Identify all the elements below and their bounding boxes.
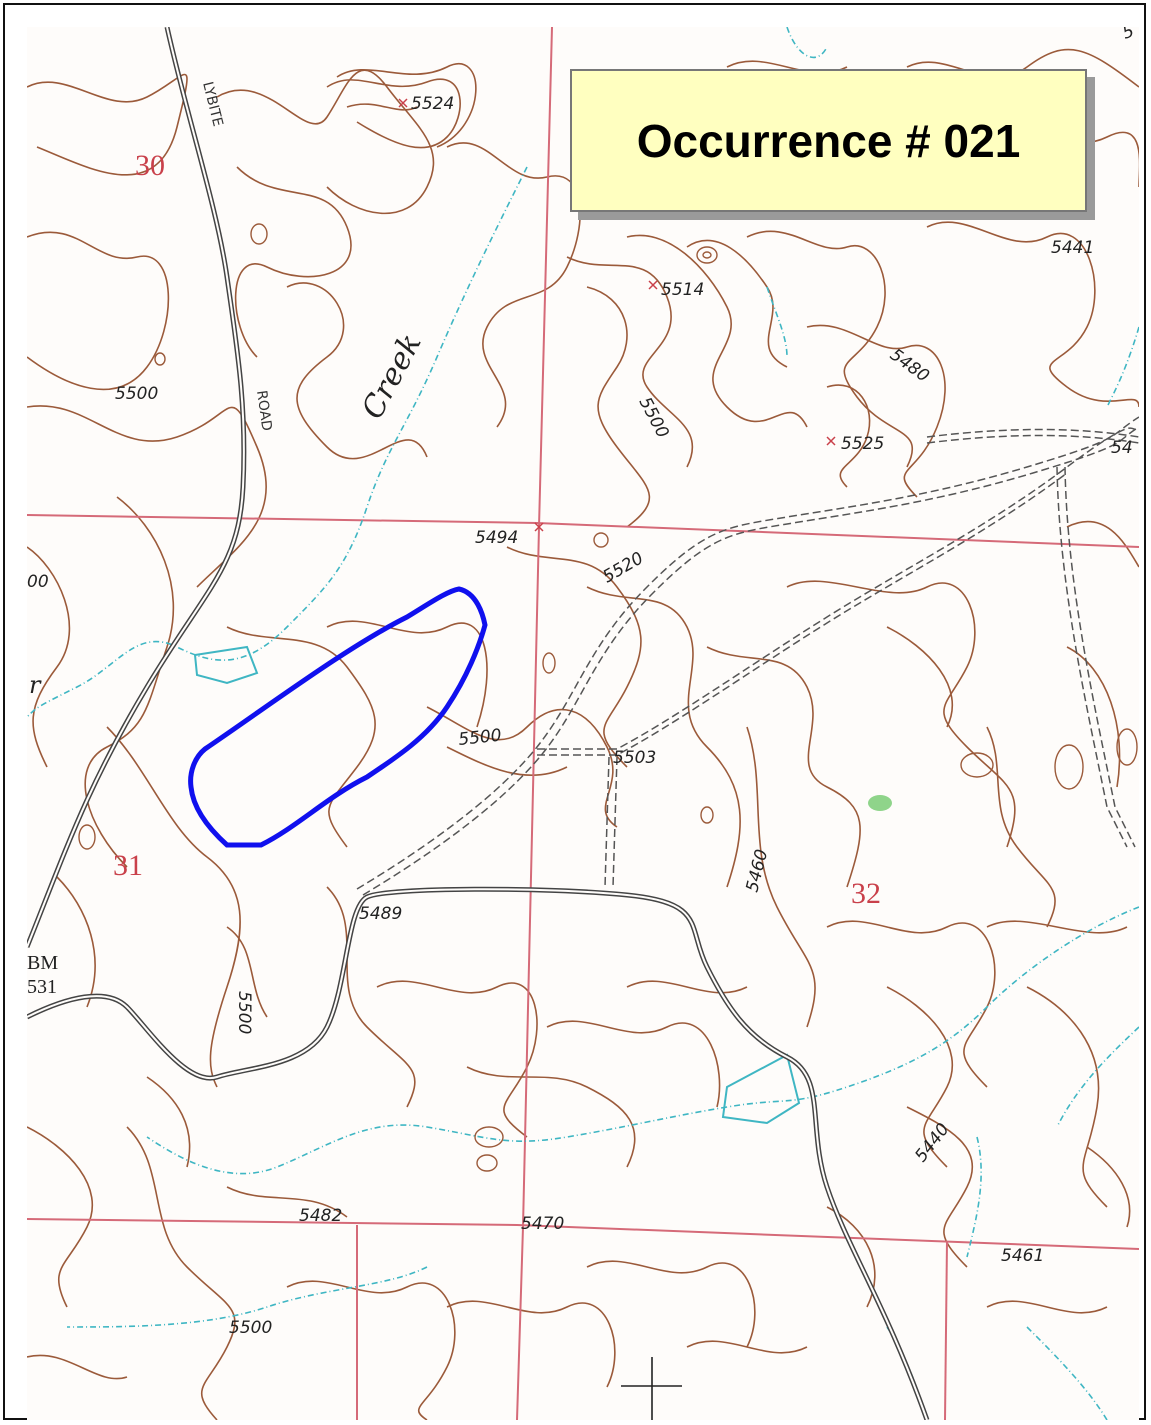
elevation-label: 54 <box>1111 438 1133 458</box>
stock-ponds <box>193 645 801 1125</box>
elevation-label: 5470 <box>521 1214 564 1234</box>
occurrence-title: Occurrence # 021 <box>636 114 1021 167</box>
contour-lines <box>27 48 1139 1420</box>
elevation-label: 5514 <box>661 280 704 300</box>
elevation-label: 5500 <box>234 991 254 1034</box>
benchmark-label: BM <box>27 952 58 974</box>
benchmark-value: 531 <box>27 976 57 998</box>
elevation-label: 5441 <box>1051 238 1094 258</box>
left-edge-fragment: 00 <box>27 572 49 592</box>
elevation-label: 5503 <box>613 748 656 768</box>
section-30-label: 30 <box>135 149 165 182</box>
occurrence-polygon[interactable] <box>188 586 488 848</box>
map-frame: 30 31 32 5524 5514 5441 5480 5525 5500 5… <box>3 3 1146 1420</box>
section-grid <box>27 27 1139 1420</box>
road-name-mid: ROAD <box>253 389 275 432</box>
benchmark-cross <box>621 1357 682 1420</box>
elevation-label: 5482 <box>299 1206 342 1226</box>
elevation-label: 5494 <box>475 528 518 548</box>
hill-rings <box>78 223 1138 1172</box>
elevation-label: 5500 <box>457 726 502 750</box>
vegetation-patch <box>868 795 892 811</box>
elevation-label: 5489 <box>359 904 402 924</box>
map-canvas: 30 31 32 5524 5514 5441 5480 5525 5500 5… <box>27 27 1139 1420</box>
elevation-label: 5500 <box>115 384 158 404</box>
topographic-map: 30 31 32 5524 5514 5441 5480 5525 5500 5… <box>27 27 1139 1420</box>
section-31-label: 31 <box>113 849 143 882</box>
title-box: Occurrence # 021 <box>570 69 1087 212</box>
elevation-label: 5461 <box>1001 1246 1044 1266</box>
elevation-label: 5500 <box>229 1318 272 1338</box>
left-edge-fragment: r <box>29 671 42 699</box>
elevation-label: 5524 <box>411 94 454 114</box>
roads <box>27 27 930 1420</box>
spot-elevation-marks <box>398 98 836 532</box>
streams <box>27 27 1139 1420</box>
elevation-label: 5525 <box>841 434 884 454</box>
section-32-label: 32 <box>851 877 881 910</box>
trails <box>356 416 1139 896</box>
